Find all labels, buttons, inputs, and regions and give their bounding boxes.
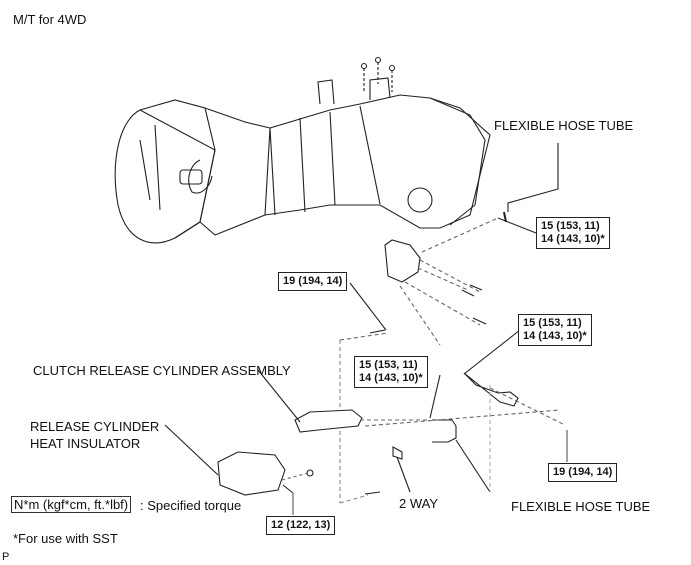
sst-note: *For use with SST <box>13 531 118 546</box>
torque-value: 12 (122, 13) <box>271 519 331 531</box>
torque-value: 15 (153, 11) <box>523 317 582 329</box>
torque-spec-bolt-left: 19 (194, 14) <box>278 272 348 291</box>
label-two-way: 2 WAY <box>399 496 439 511</box>
torque-value: 15 (153, 11) <box>541 220 600 232</box>
torque-spec-bolt-right: 19 (194, 14) <box>548 463 618 482</box>
torque-spec-insulator-bolt: 12 (122, 13) <box>266 516 336 535</box>
transmission-assembly <box>114 56 491 244</box>
label-line: HEAT INSULATOR <box>30 436 141 451</box>
torque-spec-hose-top: 15 (153, 11) 14 (143, 10)* <box>536 217 610 249</box>
torque-value-sst: 14 (143, 10)* <box>359 372 423 384</box>
torque-spec-hose-mid-right: 15 (153, 11) 14 (143, 10)* <box>518 314 592 346</box>
torque-value-sst: 14 (143, 10)* <box>541 233 605 245</box>
label-flexible-hose-tube-top: FLEXIBLE HOSE TUBE <box>494 118 634 133</box>
torque-spec-hose-center: 15 (153, 11) 14 (143, 10)* <box>354 356 428 388</box>
label-release-cylinder-heat-insulator: RELEASE CYLINDER HEAT INSULATOR <box>30 418 159 452</box>
corner-mark: P <box>2 551 10 563</box>
torque-value-sst: 14 (143, 10)* <box>523 330 587 342</box>
label-flexible-hose-tube-bottom: FLEXIBLE HOSE TUBE <box>511 499 651 514</box>
torque-value: 15 (153, 11) <box>359 359 418 371</box>
label-line: RELEASE CYLINDER <box>30 419 160 434</box>
torque-unit-description: : Specified torque <box>140 498 242 513</box>
torque-value: 19 (194, 14) <box>553 466 613 478</box>
label-clutch-release-cylinder-assembly: CLUTCH RELEASE CYLINDER ASSEMBLY <box>33 363 291 378</box>
torque-value: 19 (194, 14) <box>283 275 343 287</box>
diagram-title: M/T for 4WD <box>13 12 87 27</box>
torque-unit-box: N*m (kgf*cm, ft.*lbf) <box>11 496 132 513</box>
